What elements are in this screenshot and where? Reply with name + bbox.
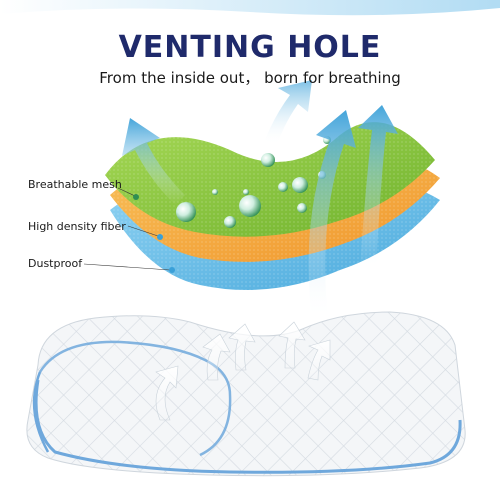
leader-dot-icon <box>83 187 175 273</box>
airflow-arrow-icon <box>122 80 398 320</box>
page-subtitle: From the inside out， born for breathing <box>99 69 401 87</box>
page-title: VENTING HOLE <box>118 30 382 65</box>
airflow-arrow-icon <box>155 321 331 421</box>
memory-foam-pillow <box>26 311 466 477</box>
layer-label-dustproof: Dustproof <box>28 257 83 270</box>
layer-label-high-density-fiber: High density fiber <box>28 220 126 233</box>
top-band <box>0 0 500 16</box>
layer-label-breathable-mesh: Breathable mesh <box>28 178 122 191</box>
